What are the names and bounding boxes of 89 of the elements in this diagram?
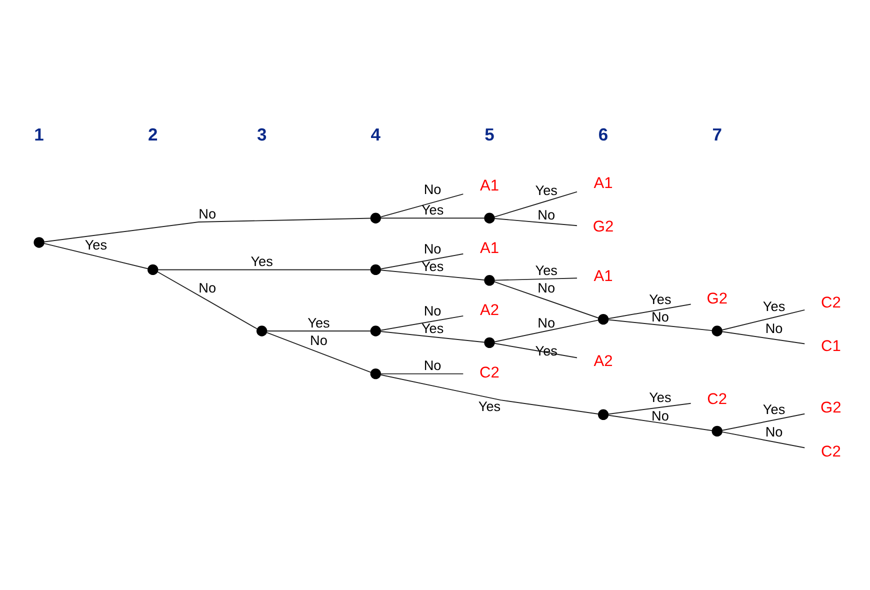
edge-label: Yes [421, 258, 444, 274]
node-text: A1 [594, 174, 613, 192]
edge-label: No [538, 207, 556, 222]
node-text: G2 [706, 290, 728, 308]
connector [494, 218, 578, 226]
edge-label: No [765, 424, 783, 440]
node-text: A1 [594, 268, 613, 286]
edge-label: No [538, 315, 556, 330]
node-circle [370, 264, 381, 276]
node-circle [484, 212, 495, 224]
connector [380, 194, 464, 218]
edge-label: No [424, 358, 442, 374]
node-circle [712, 426, 722, 437]
node-circle [598, 409, 609, 420]
connector [722, 413, 806, 431]
node-text: C2 [821, 294, 841, 312]
node-text: G2 [592, 218, 614, 236]
edge-label: Yes [308, 315, 330, 330]
node-text: C1 [821, 338, 841, 356]
label: 6 [598, 124, 608, 145]
connector [380, 253, 464, 270]
node-circle [148, 264, 158, 276]
connector [608, 414, 713, 432]
connector [722, 309, 806, 330]
edge-label: No [424, 182, 442, 198]
connector [380, 270, 485, 280]
edge-label: No [198, 206, 216, 222]
edge-label: Yes [421, 321, 444, 336]
label: 2 [148, 124, 158, 145]
node-text: C2 [707, 390, 728, 408]
node-circle [370, 326, 381, 336]
label: 4 [370, 124, 381, 145]
edge-label: Yes [535, 182, 558, 198]
edge-label: Yes [762, 402, 786, 417]
edge-label: Yes [250, 254, 273, 270]
edge-label: Yes [84, 237, 108, 252]
edge-label: No [198, 280, 216, 296]
node-circle [484, 275, 495, 286]
node-text: A1 [480, 240, 499, 257]
node-text: G2 [820, 400, 842, 417]
connector [494, 278, 578, 281]
connector [722, 431, 806, 448]
edge-label: Yes [478, 398, 501, 414]
edge-label: Yes [421, 202, 444, 218]
node-text: C2 [821, 443, 841, 460]
connector [494, 281, 599, 318]
node-text: A2 [480, 302, 499, 320]
edge-label: Yes [649, 292, 672, 307]
connector [380, 374, 599, 414]
label: 3 [256, 124, 267, 145]
connector [44, 242, 149, 270]
edge-label: No [652, 309, 669, 324]
connector [380, 373, 464, 374]
label: 1 [34, 124, 44, 145]
edge-label: No [652, 408, 669, 424]
edge-label: No [424, 304, 442, 319]
connector [380, 315, 464, 331]
label: 7 [712, 124, 722, 145]
edge-label: Yes [762, 298, 786, 314]
node-circle [484, 337, 495, 348]
edge-label: No [310, 332, 328, 348]
connector [608, 402, 692, 415]
edge-label: No [424, 241, 442, 256]
node-circle [598, 314, 609, 325]
node-circle [370, 212, 381, 224]
connector [380, 330, 485, 343]
node-text: A1 [480, 178, 499, 195]
connector [156, 271, 258, 330]
edge-label: No [538, 280, 556, 296]
connector [157, 269, 372, 270]
node-circle [370, 368, 381, 380]
connector [494, 191, 578, 218]
connector [608, 319, 713, 332]
connector [380, 218, 485, 219]
edge-label: Yes [649, 390, 672, 406]
node-text: C2 [480, 364, 500, 382]
node-circle [712, 326, 722, 336]
connector [44, 218, 372, 242]
connector [608, 304, 692, 320]
connector [494, 320, 599, 342]
node-circle [34, 237, 44, 248]
node-text: A2 [594, 352, 613, 370]
edge-label: No [765, 321, 783, 336]
node-circle [256, 326, 268, 336]
connector [266, 330, 372, 332]
connector [722, 331, 806, 344]
label: 5 [484, 124, 494, 145]
edge-label: Yes [535, 262, 558, 278]
connector [266, 332, 372, 373]
